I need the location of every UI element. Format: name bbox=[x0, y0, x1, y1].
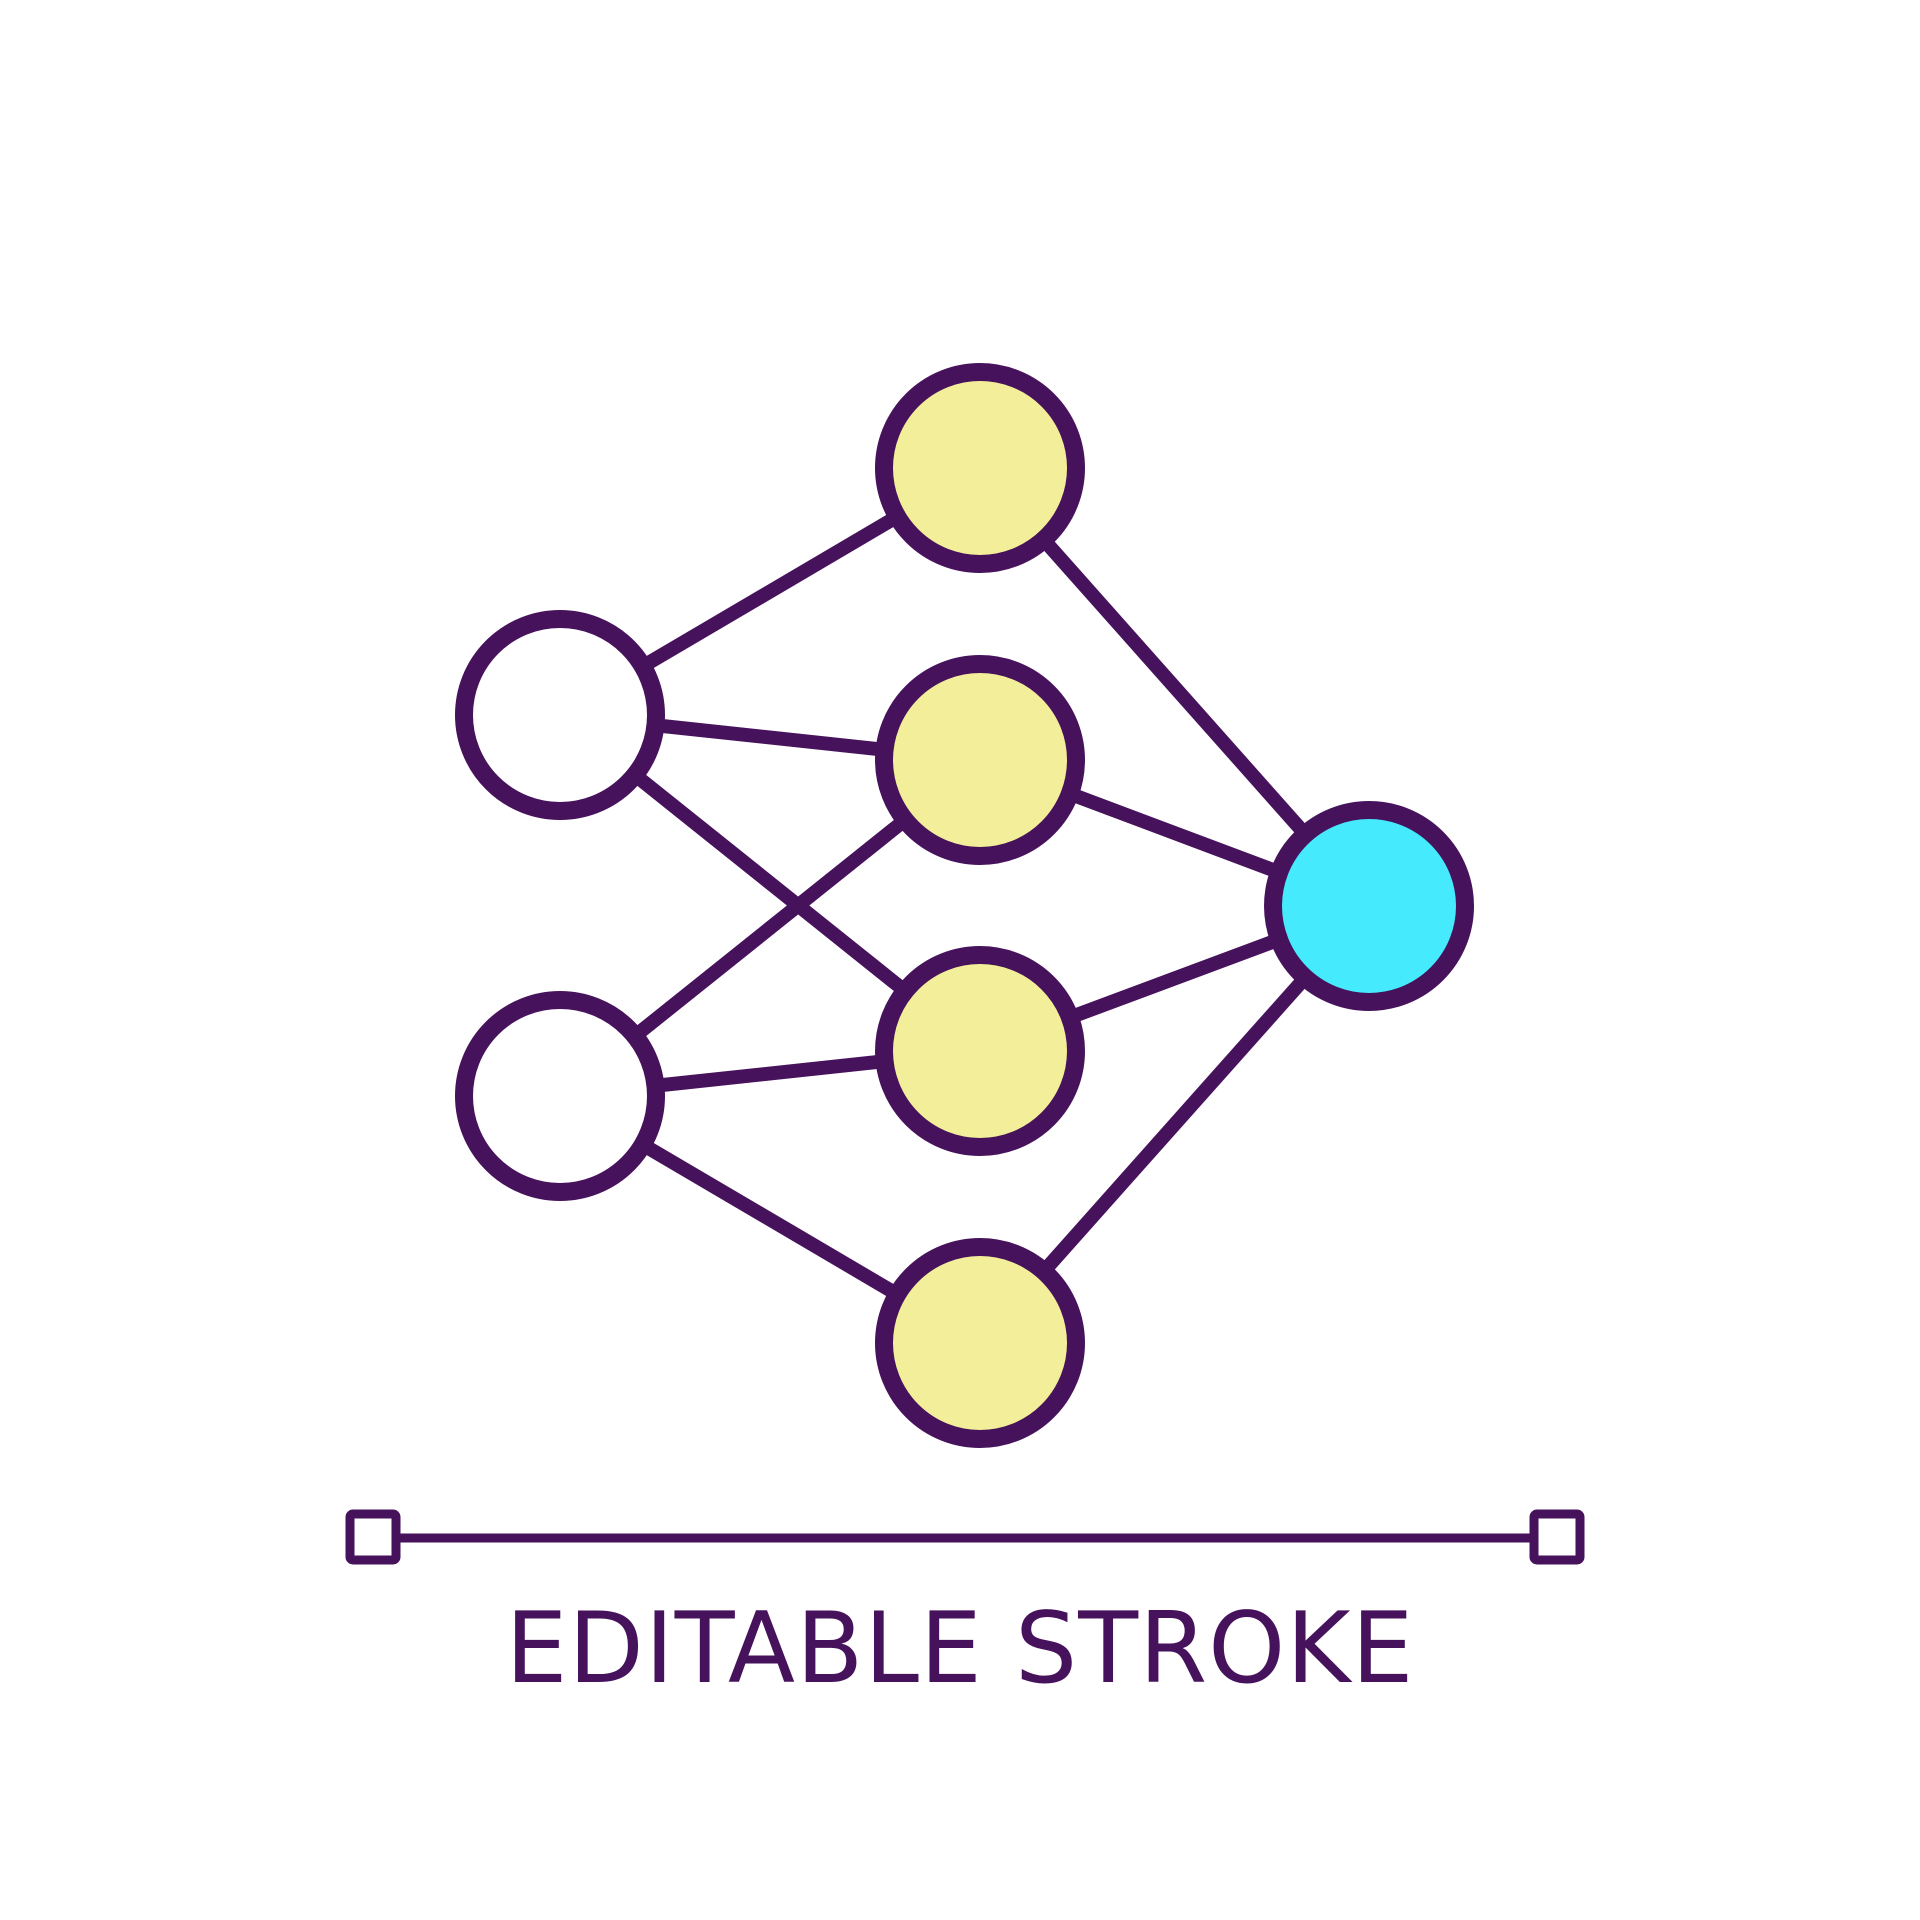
input-node-1 bbox=[455, 610, 665, 820]
output-node bbox=[1264, 801, 1474, 1011]
nodes bbox=[455, 363, 1474, 1448]
editable-stroke-guide bbox=[345, 1509, 1585, 1565]
input-node-2 bbox=[455, 991, 665, 1201]
hidden-node-4 bbox=[875, 1238, 1085, 1448]
hidden-node-1 bbox=[875, 363, 1085, 573]
hidden-node-2 bbox=[875, 655, 1085, 865]
hidden-node-3 bbox=[875, 946, 1085, 1156]
stroke-guide-right-handle bbox=[1529, 1509, 1585, 1565]
stroke-guide-left-handle bbox=[345, 1509, 401, 1565]
editable-stroke-caption: EDITABLE STROKE bbox=[505, 1592, 1415, 1706]
connections bbox=[555, 461, 1375, 1350]
